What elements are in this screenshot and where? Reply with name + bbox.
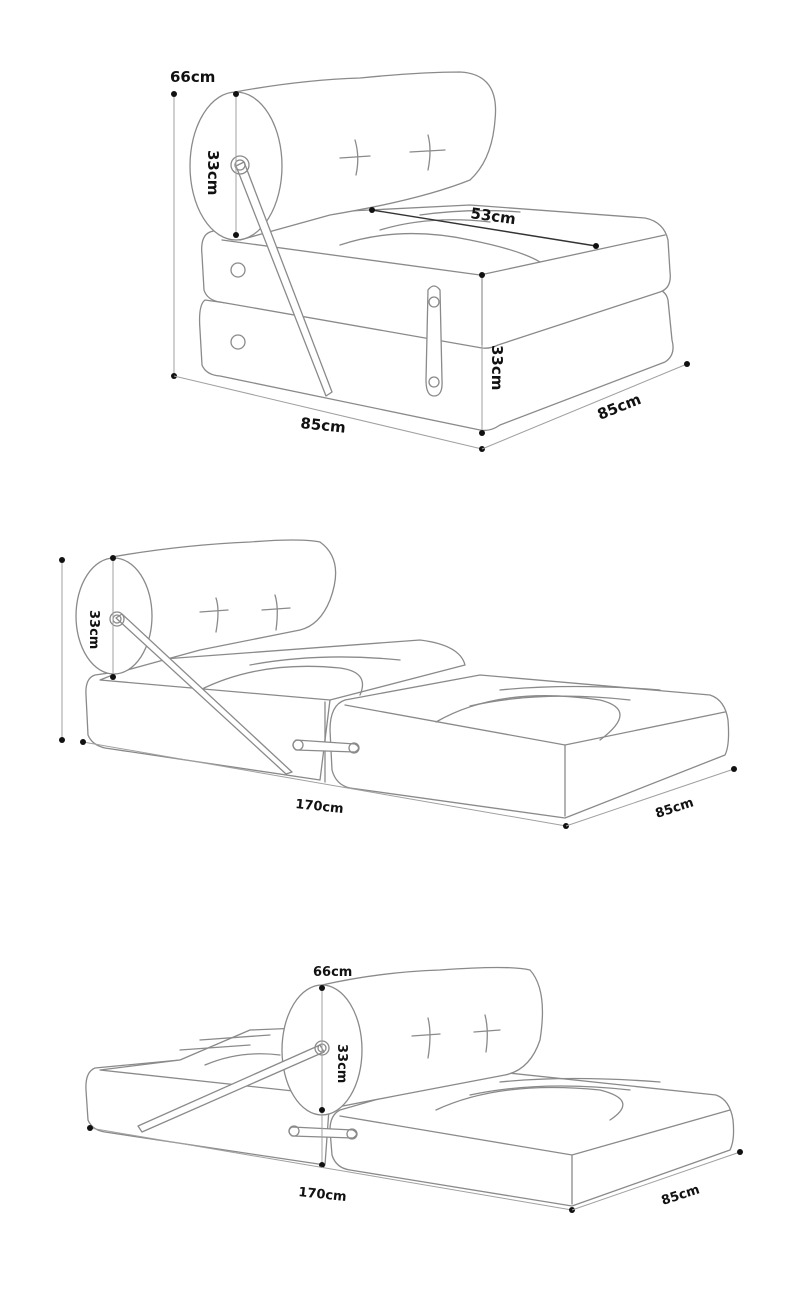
label-depth: 85cm (595, 390, 644, 424)
label-width: 85cm (654, 795, 696, 821)
label-bolster-diameter: 33cm (86, 610, 101, 649)
label-width: 85cm (660, 1182, 702, 1208)
label-bolster-diameter: 33cm (204, 150, 222, 195)
label-total-height: 66cm (313, 965, 352, 980)
label-base-height: 33cm (488, 345, 506, 390)
label-total-height: 66cm (170, 68, 215, 86)
figure-unfolded-lounger: 33cm 170cm 85cm (59, 539, 737, 829)
figure-folded-chair: 66cm 33cm 53cm 33cm 85cm 85cm (170, 68, 690, 452)
label-width: 85cm (300, 414, 347, 437)
figure-unfolded-sofa: 66cm 33cm 170cm 85cm (85, 965, 743, 1213)
label-bolster-diameter: 33cm (334, 1044, 349, 1083)
label-length: 170cm (298, 1185, 348, 1205)
label-length: 170cm (295, 797, 345, 817)
